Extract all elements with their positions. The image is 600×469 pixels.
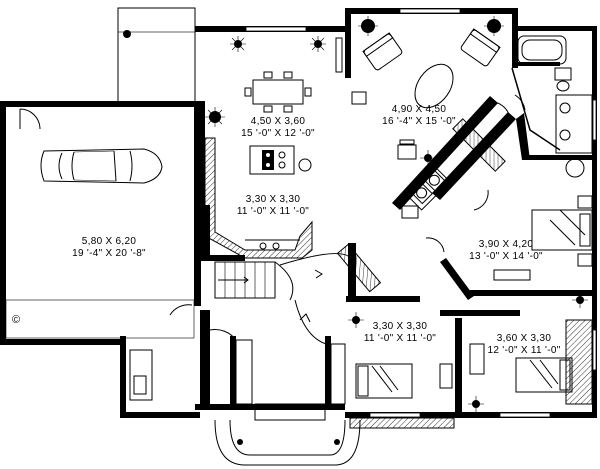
bedroom-2-bed <box>336 243 453 399</box>
kitchen-island <box>249 145 312 175</box>
dining-dimensions: 4,50 X 3,60 15 '-0" X 12 '-0" <box>228 116 328 140</box>
front-porch <box>214 403 361 466</box>
bedroom-3-dimensions: 3,60 X 3,30 12 '-0" X 11 '-0" <box>472 333 576 357</box>
living-furniture <box>351 28 501 160</box>
bedroom-2-metric: 3,30 X 3,30 <box>372 321 428 332</box>
bedroom-2-imperial: 11 '-0" X 11 '-0" <box>363 333 437 344</box>
living-imperial: 16 '-4" X 15 '-0" <box>382 116 456 127</box>
master-bedroom-dimensions: 3,90 X 4,20 13 '-0" X 14 '-0" <box>454 239 558 263</box>
terrace <box>117 7 196 103</box>
garage <box>0 101 201 345</box>
windows <box>245 8 597 418</box>
plant-icon <box>358 16 504 166</box>
dining-metric: 4,50 X 3,60 <box>250 116 306 127</box>
garage-metric: 5,80 X 6,20 <box>81 236 137 247</box>
bedroom-3-imperial: 12 '-0" X 11 '-0" <box>487 345 561 356</box>
garage-dimensions: 5,80 X 6,20 19 '-4" X 20 '-8" <box>46 236 172 260</box>
bedroom-3-bed <box>469 319 593 405</box>
master-bed <box>493 158 593 281</box>
master-bedroom-imperial: 13 '-0" X 14 '-0" <box>469 251 543 262</box>
laundry <box>401 101 511 253</box>
dining-imperial: 15 '-0" X 12 '-0" <box>241 128 315 139</box>
garage-imperial: 19 '-4" X 20 '-8" <box>72 248 146 259</box>
plant-icon <box>348 292 588 412</box>
kitchen-metric: 3,30 X 3,30 <box>245 194 301 205</box>
staircase <box>214 261 294 301</box>
planter-box <box>349 417 455 429</box>
living-metric: 4,90 X 4,50 <box>391 104 447 115</box>
bedroom-3-metric: 3,60 X 3,30 <box>496 333 552 344</box>
copyright-symbol: © <box>12 314 21 326</box>
master-bedroom-metric: 3,90 X 4,20 <box>478 239 534 250</box>
dining-table-icon <box>244 71 312 113</box>
master-bath <box>511 35 593 154</box>
mudroom <box>120 336 200 418</box>
kitchen-counters <box>204 137 313 259</box>
living-dimensions: 4,90 X 4,50 16 '-4" X 15 '-0" <box>367 104 471 128</box>
kitchen-dimensions: 3,30 X 3,30 11 '-0" X 11 '-0" <box>223 194 323 218</box>
plant-icon <box>205 36 326 127</box>
car-icon <box>40 148 163 184</box>
bedroom-2-dimensions: 3,30 X 3,30 11 '-0" X 11 '-0" <box>350 321 450 345</box>
kitchen-imperial: 11 '-0" X 11 '-0" <box>236 206 310 217</box>
coat-closet <box>169 304 346 406</box>
dining-sideboard <box>335 37 343 73</box>
